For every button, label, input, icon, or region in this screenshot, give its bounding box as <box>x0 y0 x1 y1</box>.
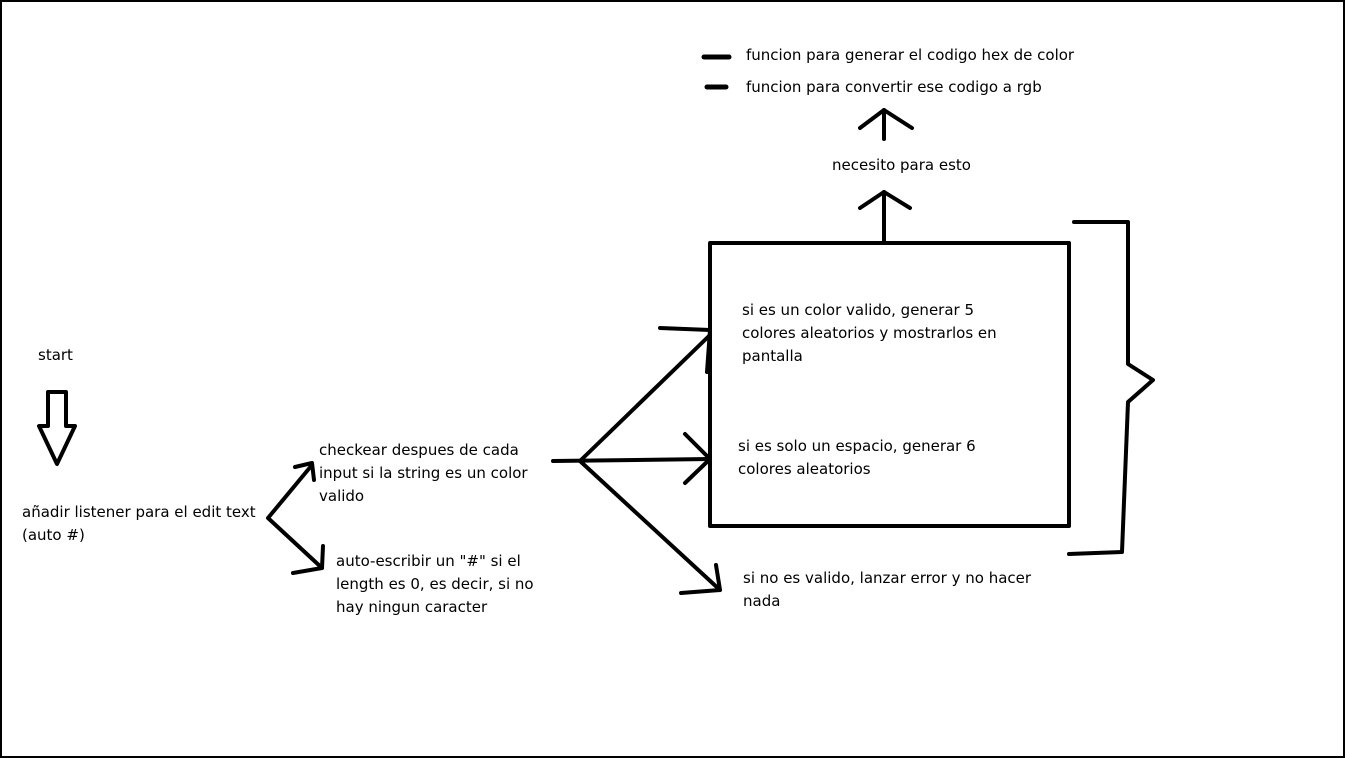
auto-write-hash-label: auto-escribir un "#" si el length es 0, … <box>336 552 534 616</box>
need-for-this-label: necesito para esto <box>832 156 971 174</box>
add-listener-label: añadir listener para el edit text (auto … <box>22 503 256 544</box>
arrow-to-invalid-head <box>679 563 722 595</box>
arrow-to-space-line <box>551 457 712 463</box>
arrow-to-valid-line <box>578 333 712 463</box>
function-item-rgb: funcion para convertir ese codigo a rgb <box>746 78 1042 96</box>
need-up-arrow-head <box>858 108 914 130</box>
box-up-arrow-head <box>858 190 912 210</box>
only-space-label: si es solo un espacio, generar 6 colores… <box>738 437 976 478</box>
valid-color-label: si es un color valido, generar 5 colores… <box>742 301 997 365</box>
valid-branches-box <box>708 241 1071 528</box>
start-down-arrow <box>37 390 77 466</box>
curly-bracket <box>1067 220 1155 556</box>
arrow-to-check-head <box>293 461 316 482</box>
arrow-to-invalid-line <box>578 459 722 592</box>
start-label: start <box>38 346 73 364</box>
arrow-to-valid-head <box>658 326 712 374</box>
arrow-to-autowrite-head <box>291 544 325 575</box>
not-valid-label: si no es valido, lanzar error y no hacer… <box>743 569 1032 610</box>
listener-fork-line <box>266 463 324 570</box>
function-item-hex: funcion para generar el codigo hex de co… <box>746 46 1075 64</box>
check-after-input-label: checkear despues de cada input si la str… <box>319 441 528 505</box>
